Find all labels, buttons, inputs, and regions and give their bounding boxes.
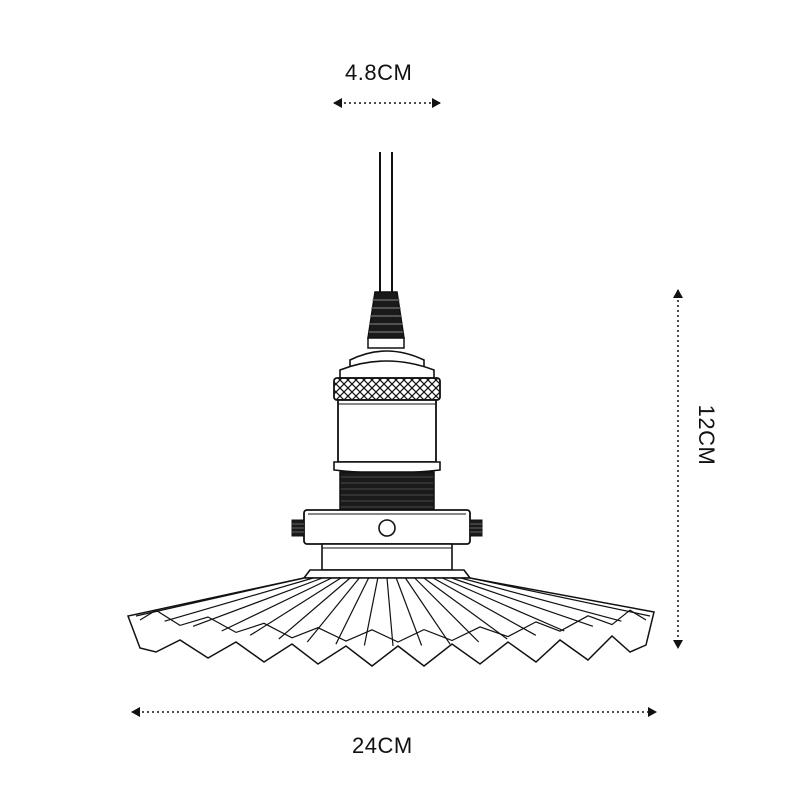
left-thumb-screw [291,519,305,537]
right-thumb-screw [469,519,483,537]
diameter-label: 24CM [352,733,413,758]
shade-neck [302,543,472,579]
height-label: 12CM [694,404,719,466]
shade-holder [303,509,471,545]
shade-pleat-lines [135,577,651,647]
cord-width-label: 4.8CM [345,60,413,85]
socket-body [333,399,441,474]
cord-grip [367,291,405,349]
holder-screw-hole [378,519,396,537]
power-cord [379,152,393,296]
socket-cap [339,350,435,379]
knurled-ring [333,377,441,401]
socket-thread [339,471,435,511]
